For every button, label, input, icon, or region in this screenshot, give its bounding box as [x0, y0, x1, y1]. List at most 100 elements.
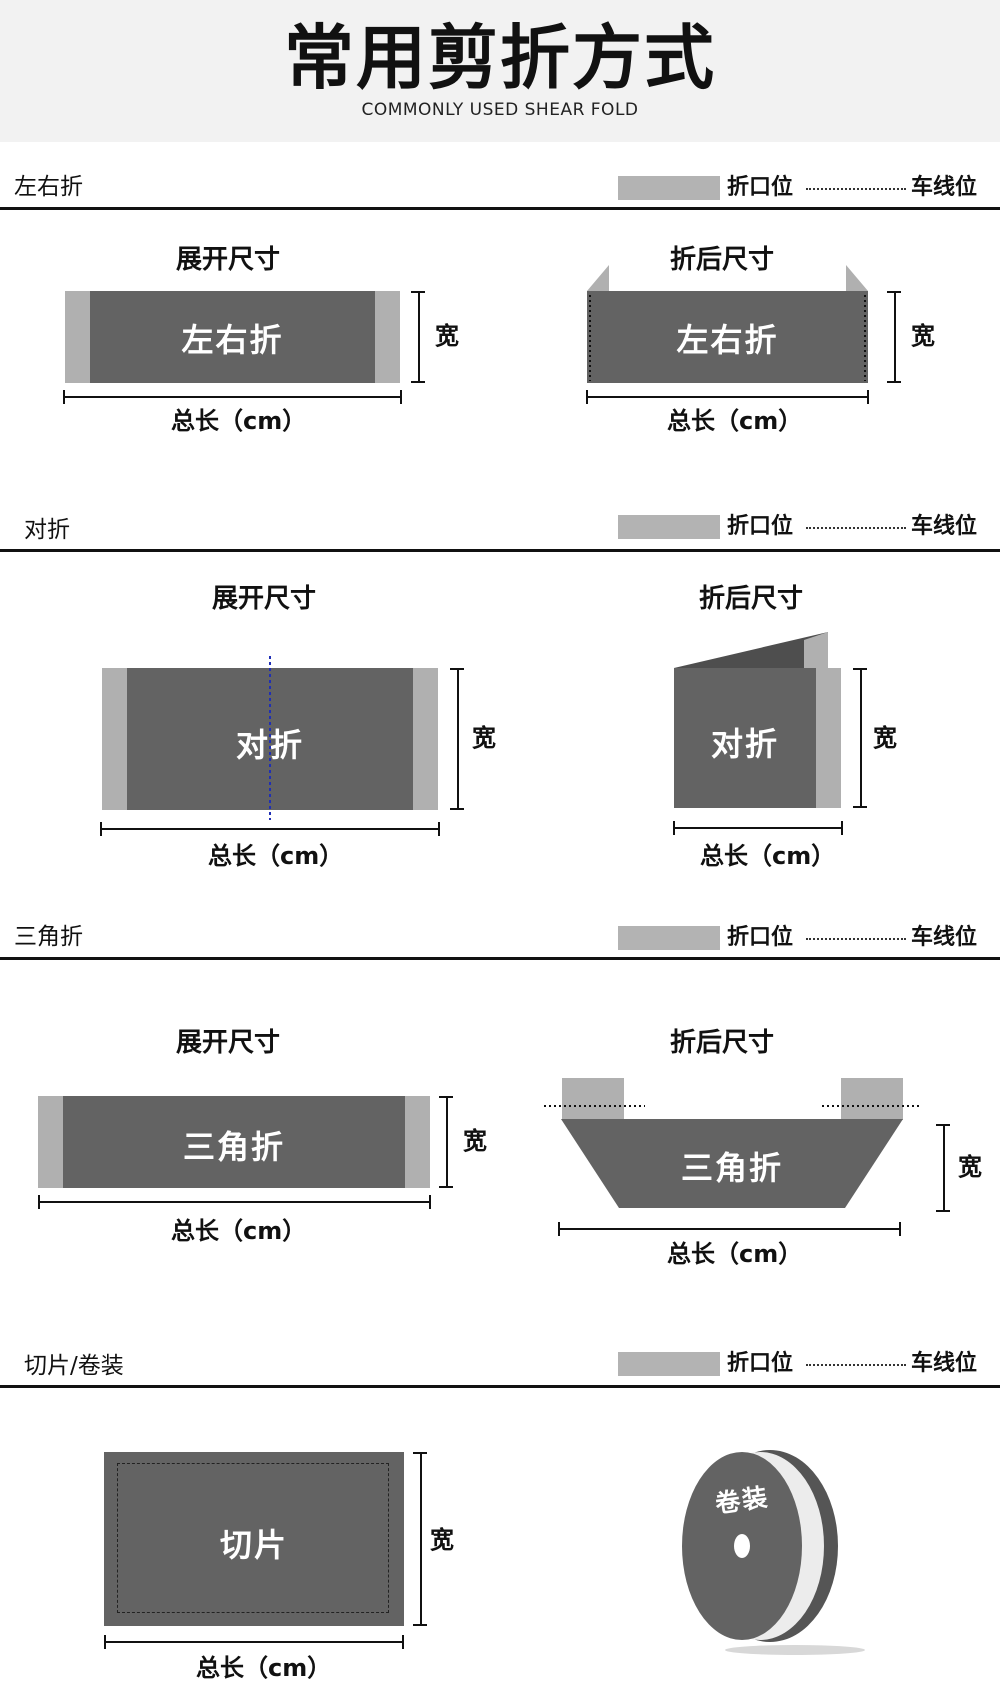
cut-piece — [104, 1452, 404, 1626]
caption-unfolded: 展开尺寸 — [176, 1028, 281, 1058]
width-label: 宽 — [958, 1153, 982, 1181]
length-dimension-line — [100, 828, 440, 830]
section-title-half: 对折 — [24, 517, 70, 543]
band-label-folded: 左右折 — [676, 321, 779, 359]
width-tick-top — [413, 1452, 427, 1454]
length-dimension-line — [558, 1228, 901, 1230]
width-label: 宽 — [472, 724, 496, 752]
length-label: 总长（cm） — [171, 407, 307, 435]
band-label: 切片 — [219, 1526, 288, 1564]
width-dimension-line — [446, 1096, 448, 1188]
legend-stitch-label: 车线位 — [911, 514, 978, 539]
length-tick-left — [38, 1195, 40, 1209]
width-dimension-line — [457, 668, 459, 810]
length-tick-right — [867, 390, 869, 404]
width-dimension-line — [860, 668, 862, 808]
section-title-triangle: 三角折 — [14, 924, 83, 950]
legend-fold-label: 折口位 — [727, 925, 794, 950]
width-tick-top — [450, 668, 464, 670]
legend-fold-label: 折口位 — [727, 514, 794, 539]
legend-stitch-label: 车线位 — [911, 1351, 978, 1376]
caption-folded: 折后尺寸 — [699, 584, 804, 614]
caption-folded: 折后尺寸 — [670, 245, 775, 275]
length-dimension-line — [38, 1201, 431, 1203]
length-tick-left — [100, 822, 102, 836]
width-tick-bottom — [439, 1186, 453, 1188]
legend-fold-swatch — [618, 1352, 720, 1376]
length-label: 总长（cm） — [667, 407, 803, 435]
caption-unfolded: 展开尺寸 — [212, 584, 317, 614]
length-tick-right — [400, 390, 402, 404]
legend-dotted-line — [806, 188, 906, 190]
length-tick-left — [586, 390, 588, 404]
section-divider — [0, 1385, 1000, 1388]
width-dimension-line — [418, 291, 420, 383]
band-label-folded: 三角折 — [680, 1149, 783, 1187]
length-tick-left — [104, 1635, 106, 1649]
page-header — [0, 0, 1000, 142]
page-subtitle: COMMONLY USED SHEAR FOLD — [361, 100, 639, 120]
legend-dotted-line — [806, 1364, 906, 1366]
page-title: 常用剪折方式 — [284, 17, 716, 99]
legend-stitch-label: 车线位 — [911, 175, 978, 200]
legend-stitch-label: 车线位 — [911, 925, 978, 950]
width-dimension-line — [943, 1124, 945, 1212]
fabric-band — [90, 291, 375, 383]
width-tick-top — [439, 1096, 453, 1098]
section-title-lr: 左右折 — [14, 174, 83, 200]
width-label: 宽 — [435, 322, 459, 350]
length-label: 总长（cm） — [700, 842, 836, 870]
width-label: 宽 — [430, 1526, 454, 1554]
length-tick-left — [558, 1222, 560, 1236]
legend-fold-swatch — [618, 176, 720, 200]
length-label: 总长（cm） — [667, 1240, 803, 1268]
length-dimension-line — [104, 1641, 404, 1643]
section-title-cut-roll: 切片/卷装 — [24, 1353, 124, 1379]
band-label: 三角折 — [182, 1128, 285, 1166]
length-tick-right — [841, 821, 843, 835]
width-tick-top — [887, 291, 901, 293]
fabric-band-folded — [674, 668, 816, 808]
fabric-fold-edge — [816, 668, 841, 808]
section-divider — [0, 957, 1000, 960]
length-dimension-line — [63, 396, 402, 398]
width-tick-bottom — [887, 381, 901, 383]
cut-piece-stitch-outline — [117, 1463, 389, 1613]
caption-unfolded: 展开尺寸 — [176, 245, 281, 275]
caption-folded: 折后尺寸 — [670, 1028, 775, 1058]
width-tick-top — [936, 1124, 950, 1126]
width-tick-bottom — [936, 1210, 950, 1212]
legend-fold-label: 折口位 — [727, 175, 794, 200]
length-tick-left — [63, 390, 65, 404]
legend-dotted-line — [806, 938, 906, 940]
length-tick-right — [429, 1195, 431, 1209]
width-label: 宽 — [873, 724, 897, 752]
width-tick-bottom — [853, 806, 867, 808]
width-tick-top — [853, 668, 867, 670]
band-label-folded: 对折 — [710, 725, 779, 763]
legend-dotted-line — [806, 527, 906, 529]
fabric-band — [127, 668, 413, 810]
fabric-band-folded — [587, 291, 868, 383]
width-label: 宽 — [911, 322, 935, 350]
width-tick-top — [411, 291, 425, 293]
width-tick-bottom — [413, 1624, 427, 1626]
legend-fold-swatch — [618, 926, 720, 950]
length-tick-left — [673, 821, 675, 835]
section-divider — [0, 549, 1000, 552]
section-divider — [0, 207, 1000, 210]
width-dimension-line — [894, 291, 896, 383]
length-dimension-line — [586, 396, 869, 398]
length-label: 总长（cm） — [196, 1654, 332, 1682]
legend-fold-label: 折口位 — [727, 1351, 794, 1376]
length-tick-right — [899, 1222, 901, 1236]
width-dimension-line — [420, 1452, 422, 1626]
band-label: 对折 — [235, 726, 304, 764]
band-label: 左右折 — [181, 321, 284, 359]
width-label: 宽 — [463, 1127, 487, 1155]
width-tick-bottom — [411, 381, 425, 383]
